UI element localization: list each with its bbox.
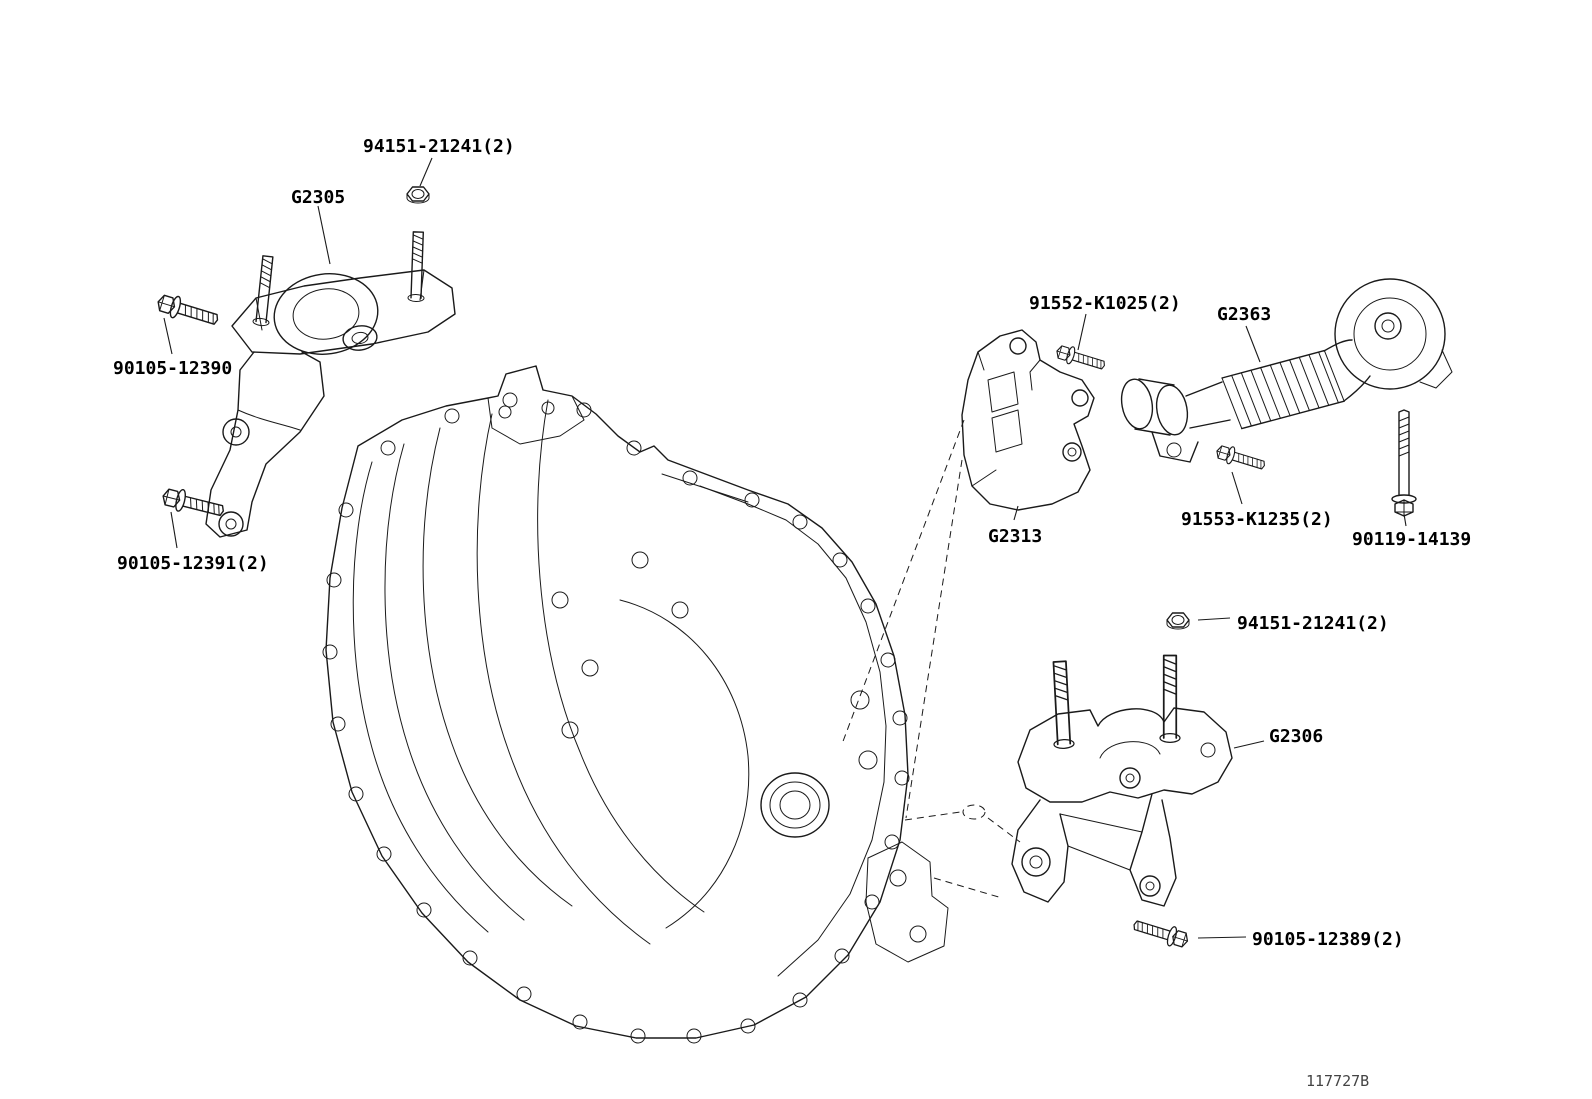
long-bolt-drawing bbox=[1391, 409, 1417, 517]
g2306-insulator-drawing bbox=[1011, 654, 1233, 907]
leader-lines bbox=[163, 157, 1407, 939]
stud-drawing bbox=[1159, 654, 1181, 744]
g2305-insulator-drawing bbox=[205, 231, 456, 538]
stud-drawing bbox=[407, 231, 427, 303]
flange-bolt-drawing bbox=[1053, 342, 1108, 375]
g2313-bracket-drawing bbox=[961, 329, 1095, 511]
label-bolt-90105-12390: 90105-12390 bbox=[113, 358, 232, 379]
flange-nut-drawing bbox=[406, 186, 430, 204]
stud-drawing bbox=[1048, 660, 1076, 750]
flange-bolt-drawing bbox=[1213, 442, 1268, 475]
g2363-torque-rod-drawing bbox=[1120, 278, 1453, 463]
label-bolt-91553-k1235: 91553-K1235(2) bbox=[1181, 509, 1333, 530]
flange-nut-drawing bbox=[1166, 612, 1190, 630]
flange-bolt-drawing bbox=[1130, 914, 1191, 952]
diagram-code: 117727B bbox=[1306, 1072, 1369, 1090]
alignment-dashed-lines bbox=[841, 419, 1021, 899]
label-nut-right: 94151-21241(2) bbox=[1237, 613, 1389, 634]
flange-bolt-drawing bbox=[154, 290, 222, 332]
stud-drawing bbox=[251, 254, 277, 328]
housing-bolt-bosses bbox=[322, 392, 910, 1044]
label-bolt-91552-k1025: 91552-K1025(2) bbox=[1029, 293, 1181, 314]
label-g2313: G2313 bbox=[988, 526, 1042, 547]
label-bolt-90105-12389: 90105-12389(2) bbox=[1252, 929, 1404, 950]
label-bolt-90119-14139: 90119-14139 bbox=[1352, 529, 1471, 550]
label-g2306: G2306 bbox=[1269, 726, 1323, 747]
label-nut-top: 94151-21241(2) bbox=[363, 136, 515, 157]
part-labels: 94151-21241(2) G2305 90105-12390 90105-1… bbox=[113, 136, 1471, 1090]
label-bolt-90105-12391: 90105-12391(2) bbox=[117, 553, 269, 574]
label-g2363: G2363 bbox=[1217, 304, 1271, 325]
transmission-housing-drawing bbox=[322, 365, 1021, 1044]
flange-bolt-drawing bbox=[159, 484, 227, 523]
label-g2305: G2305 bbox=[291, 187, 345, 208]
